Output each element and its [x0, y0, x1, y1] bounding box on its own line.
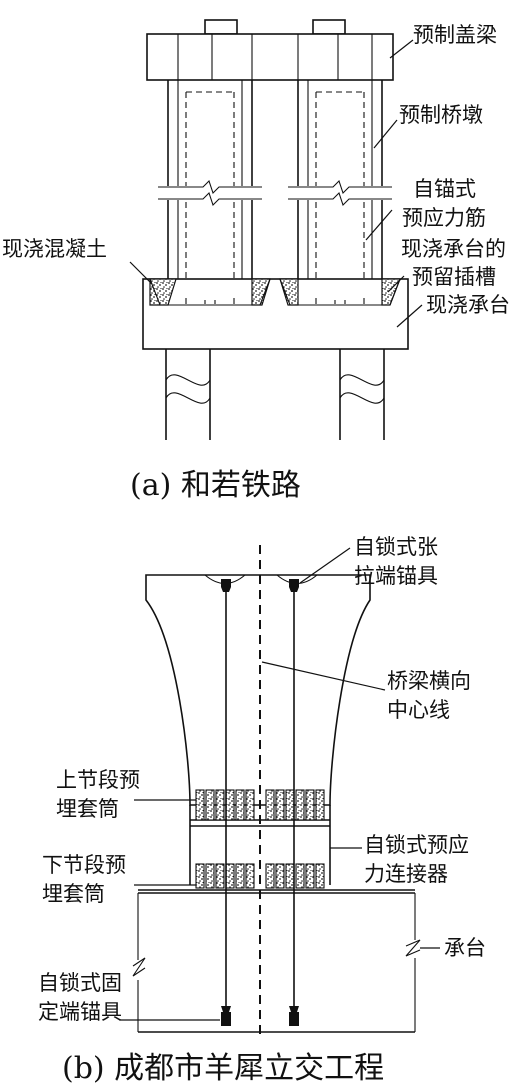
- label-connector-line2: 力连接器: [364, 862, 448, 886]
- label-tension-anchor-line1: 自锁式张: [354, 535, 438, 559]
- label-slot-line2: 预留插槽: [412, 265, 496, 289]
- label-tendon-line2: 预应力筋: [402, 206, 486, 230]
- label-cast-concrete: 现浇混凝土: [2, 237, 107, 261]
- fixed-anchor-left: [221, 1006, 231, 1026]
- leader-tension-anchor: [299, 547, 351, 584]
- slot-outline-right: [279, 278, 401, 306]
- pier-head: [145, 574, 371, 806]
- label-fixed-anchor-line1: 自锁式固: [38, 971, 122, 995]
- label-fixed-anchor-line2: 定端锚具: [38, 1000, 122, 1024]
- label-centerline-line1: 桥梁横向: [387, 669, 471, 693]
- label-lower-sleeve-line2: 埋套筒: [42, 882, 105, 906]
- caption-b: (b) 成都市羊犀立交工程: [62, 1051, 384, 1086]
- label-tension-anchor-line2: 拉端锚具: [354, 564, 438, 588]
- leader-cast-concrete: [129, 261, 153, 285]
- leader-slot: [387, 275, 405, 293]
- cast-concrete-slots: [149, 278, 401, 306]
- label-connector-line1: 自锁式预应: [364, 833, 469, 857]
- pile-left: [165, 349, 211, 440]
- leader-tendon: [365, 209, 393, 241]
- label-precast-pier: 预制桥墩: [399, 103, 483, 127]
- cast-in-place-cap: [142, 278, 409, 350]
- leader-centerline: [261, 661, 386, 691]
- label-centerline-line2: 中心线: [387, 698, 450, 722]
- tendon-ends: [185, 298, 365, 304]
- label-slot-line1: 现浇承台的: [401, 237, 506, 261]
- label-upper-sleeve-line1: 上节段预: [56, 768, 140, 792]
- label-upper-sleeve-line2: 埋套筒: [56, 797, 119, 821]
- slot-outline-left: [149, 278, 271, 306]
- caption-a: (a) 和若铁路: [130, 468, 301, 503]
- pile-cap-break-right: [405, 939, 421, 957]
- leader-cap-beam: [389, 39, 414, 59]
- leader-pier: [373, 119, 398, 149]
- diagram-a: 预制盖梁 预制桥墩 自锚式 预应力筋 现浇承台的 预留插槽 现浇混凝土 现浇承台…: [2, 19, 510, 503]
- tensioning-anchor-right: [289, 579, 299, 592]
- label-lower-sleeve-line1: 下节段预: [42, 853, 126, 877]
- leader-cast-cap: [396, 304, 423, 328]
- precast-cap-beam: [146, 33, 394, 81]
- pier-break-marks: [158, 179, 392, 207]
- label-tendon-line1: 自锚式: [413, 177, 476, 201]
- label-precast-cap-beam: 预制盖梁: [413, 23, 497, 47]
- pile-right: [339, 349, 385, 440]
- fixed-anchor-right: [289, 1006, 299, 1026]
- label-pile-cap: 承台: [444, 936, 486, 960]
- diagram-b: 自锁式张 拉端锚具 桥梁横向 中心线 上节段预 埋套筒 自锁式预应 力连接器 下…: [38, 535, 486, 1086]
- label-cast-cap: 现浇承台: [426, 293, 510, 317]
- cap-beam-top-block-right: [312, 19, 346, 35]
- cap-beam-top-block-left: [204, 19, 238, 35]
- upper-sleeves: [195, 789, 325, 821]
- tensioning-anchor-left: [221, 579, 231, 592]
- pile-cap-break-left: [132, 957, 146, 977]
